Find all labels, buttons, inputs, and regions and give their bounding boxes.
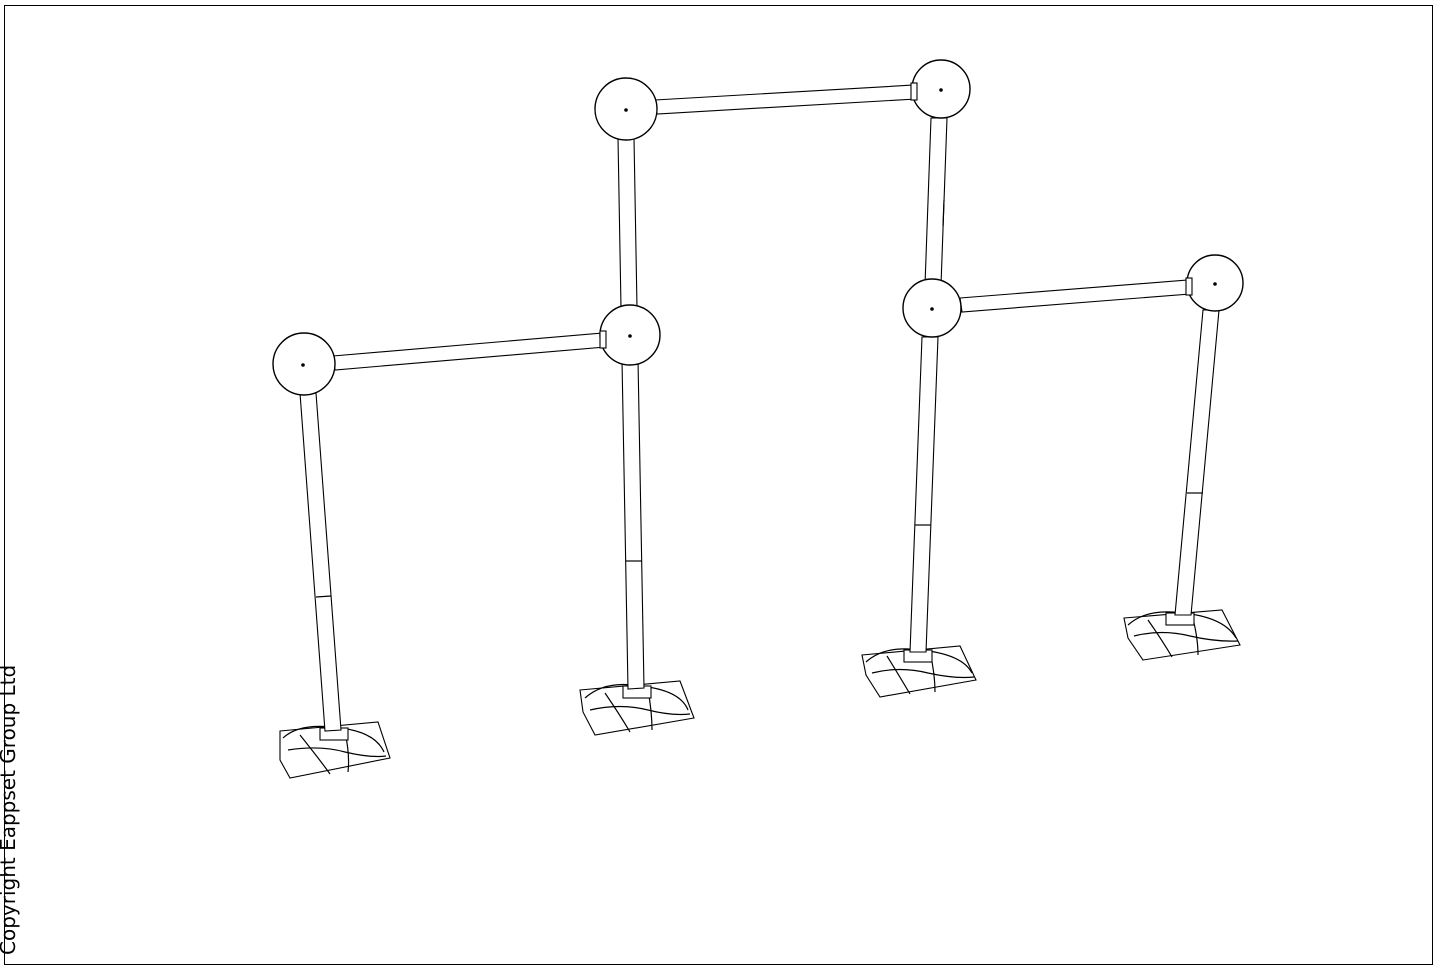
- base-4: [1123, 609, 1241, 661]
- rail-top: [654, 84, 917, 115]
- ball-connector-6: [1186, 254, 1244, 312]
- post-3: [861, 117, 977, 698]
- ball-connector-3: [594, 77, 658, 141]
- rail-collars: [599, 82, 1193, 349]
- ball-connector-4: [911, 59, 971, 119]
- copyright-text: Copyright Eappset Group Ltd: [0, 664, 20, 955]
- base-2: [579, 680, 695, 736]
- ball-connector-2: [599, 304, 661, 366]
- base-3: [861, 645, 977, 698]
- post-1: [279, 392, 391, 779]
- ball-connector-5: [902, 278, 962, 338]
- rail-left: [332, 332, 606, 371]
- ball-connector-1: [272, 332, 336, 396]
- post-2: [579, 137, 695, 736]
- rail-right: [959, 279, 1191, 313]
- post-4: [1123, 309, 1241, 661]
